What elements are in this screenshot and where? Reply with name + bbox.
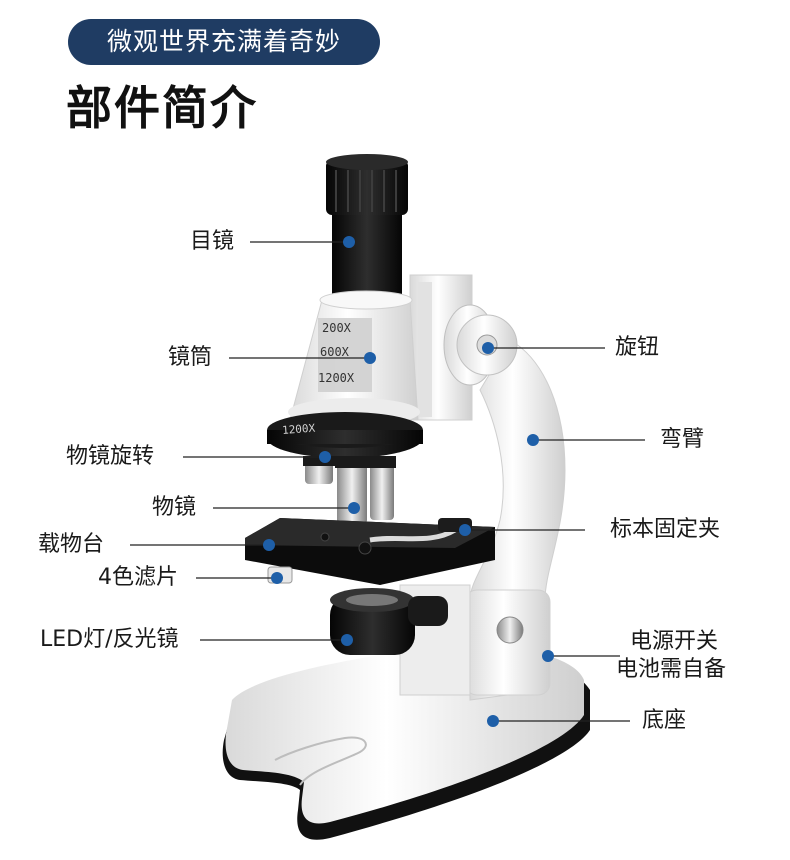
label-tube: 镜筒	[168, 345, 213, 370]
label-filter: 4色滤片	[98, 565, 178, 590]
eyepiece-shape	[326, 154, 408, 305]
label-clip: 标本固定夹	[610, 517, 721, 542]
light-shape	[330, 588, 448, 655]
label-knob: 旋钮	[615, 335, 660, 360]
nosepiece-shape	[267, 412, 423, 458]
label-objective: 物镜	[152, 495, 197, 520]
focus-rail	[409, 274, 473, 421]
label-nosepiece: 物镜旋转	[66, 444, 155, 469]
label-power-switch: 电源开关 电池需自备	[616, 628, 726, 684]
label-eyepiece: 目镜	[190, 229, 235, 254]
scale-mark: 200X	[322, 321, 352, 335]
label-stage: 载物台	[38, 532, 105, 557]
scale-mark: 600X	[320, 345, 350, 359]
scale-mark: 1200X	[318, 371, 355, 385]
label-power-switch-line1: 电源开关	[630, 629, 719, 654]
label-base: 底座	[642, 708, 687, 733]
nosepiece-mark: 1200X	[282, 422, 316, 437]
label-light: LED灯/反光镜	[40, 627, 179, 652]
label-arm: 弯臂	[660, 427, 705, 452]
callout-dots	[263, 236, 554, 727]
label-power-switch-line2: 电池需自备	[616, 657, 727, 682]
page-title: 部件简介	[66, 81, 258, 135]
leader-lines	[130, 241, 645, 722]
header-badge: 微观世界充满着奇妙	[68, 19, 380, 65]
objective-lenses	[303, 456, 396, 524]
stage-shape	[245, 518, 495, 585]
